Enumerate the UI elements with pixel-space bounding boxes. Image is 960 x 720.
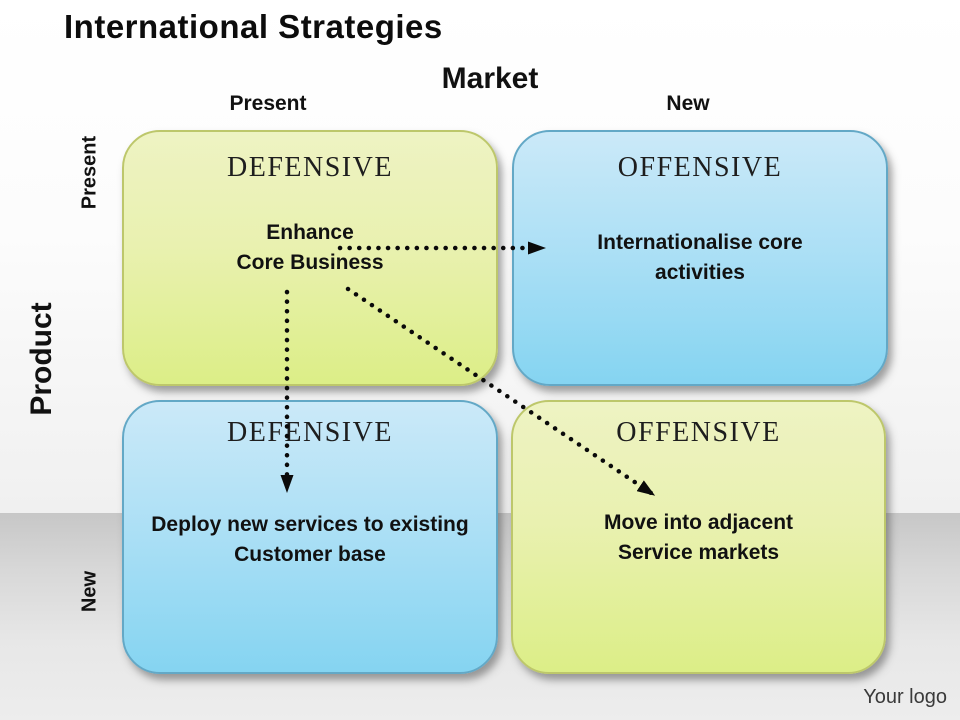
quadrant-body-line: Enhance (266, 221, 354, 244)
quadrant-body-line: Deploy new services to existing (151, 513, 469, 536)
row-label-present: Present (78, 135, 101, 210)
logo-text: Your logo (863, 686, 947, 708)
quadrant-header: DEFENSIVE (227, 417, 393, 448)
slide-title: International Strategies (64, 8, 443, 45)
quadrant-body-line: Move into adjacent (603, 511, 794, 534)
quadrant-defensive-top-left: DEFENSIVE Enhance Core Business (122, 130, 498, 386)
quadrant-body-line: Internationalise core (597, 231, 803, 254)
column-label-present: Present (229, 92, 307, 115)
quadrant-body: Deploy new services to existing Customer… (124, 510, 496, 570)
quadrant-body: Move into adjacent Service markets (513, 508, 884, 568)
column-label-new: New (666, 92, 710, 115)
quadrant-offensive-bottom-right: OFFENSIVE Move into adjacent Service mar… (511, 400, 886, 674)
quadrant-body: Enhance Core Business (124, 218, 496, 278)
quadrant-offensive-top-right: OFFENSIVE Internationalise core activiti… (512, 130, 888, 386)
quadrant-header: DEFENSIVE (227, 152, 393, 183)
quadrant-header: OFFENSIVE (616, 417, 781, 448)
quadrant-defensive-bottom-left: DEFENSIVE Deploy new services to existin… (122, 400, 498, 674)
quadrant-header: OFFENSIVE (617, 152, 783, 183)
product-axis-label: Product (25, 302, 58, 416)
quadrant-body-line: Customer base (234, 543, 386, 566)
quadrant-body-line: Core Business (236, 251, 384, 274)
row-label-new: New (78, 570, 101, 613)
quadrant-body: Internationalise core activities (514, 228, 886, 288)
quadrant-body-line: activities (655, 261, 745, 284)
quadrant-body-line: Service markets (617, 541, 780, 564)
market-axis-label: Market (441, 62, 539, 95)
